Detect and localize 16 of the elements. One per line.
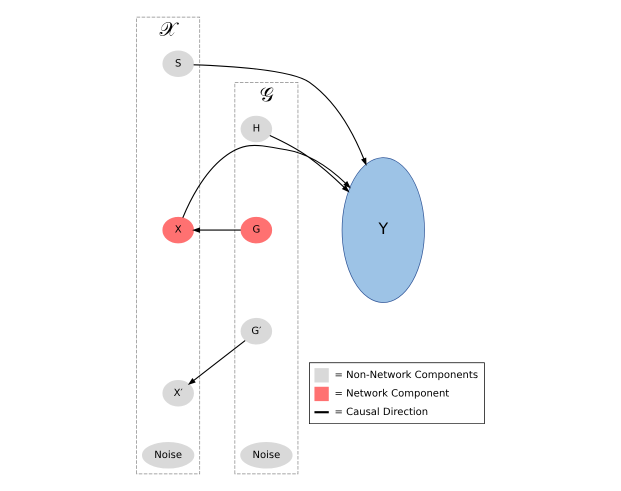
arrow — [192, 227, 241, 233]
node-ellipse: Noise — [142, 442, 194, 469]
legend-label: = Non-Network Components — [334, 370, 478, 381]
arrow — [270, 135, 350, 193]
legend-label: = Causal Direction — [334, 406, 428, 418]
node-ellipse: G′ — [240, 318, 272, 344]
legend-label: = Network Component — [334, 388, 450, 400]
arrow — [182, 144, 351, 218]
node-ellipse: G — [240, 216, 272, 244]
node-ellipse: X — [162, 216, 194, 244]
arrow — [194, 64, 367, 166]
node-ellipse: X′ — [162, 380, 194, 406]
node-ellipse: Noise — [240, 442, 293, 469]
arrow — [188, 340, 246, 386]
node-ellipse: H — [240, 116, 272, 142]
node-ellipse: S — [162, 50, 194, 77]
